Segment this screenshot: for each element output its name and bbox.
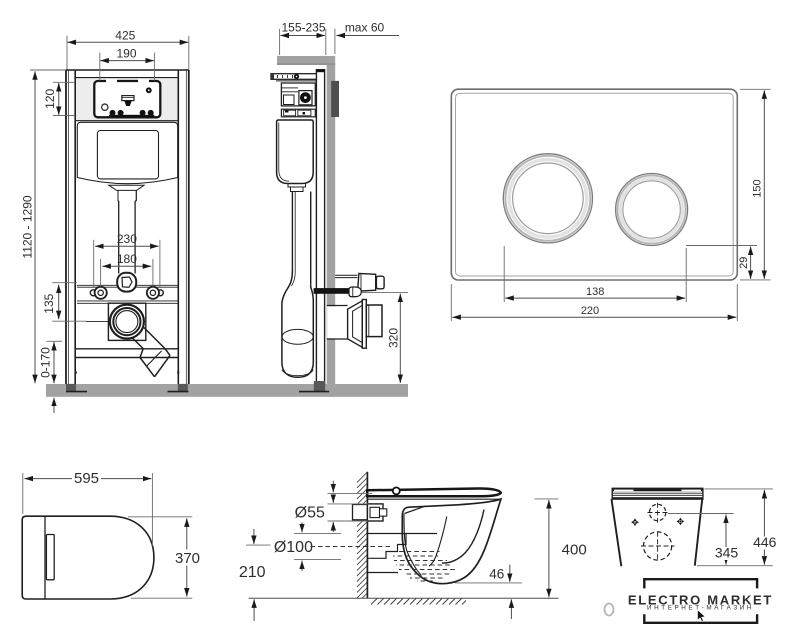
svg-text:Ø55: Ø55 bbox=[295, 504, 325, 521]
svg-text:400: 400 bbox=[562, 542, 587, 559]
svg-text:ИНТЕРНЕТ-МАГАЗИН: ИНТЕРНЕТ-МАГАЗИН bbox=[647, 605, 754, 612]
svg-text:120: 120 bbox=[43, 88, 57, 108]
svg-text:138: 138 bbox=[586, 286, 604, 298]
svg-text:46: 46 bbox=[489, 567, 504, 582]
svg-text:max 60: max 60 bbox=[345, 21, 385, 35]
svg-text:180: 180 bbox=[117, 252, 137, 266]
svg-text:320: 320 bbox=[387, 328, 401, 348]
svg-text:425: 425 bbox=[115, 29, 135, 43]
svg-text:345: 345 bbox=[715, 544, 739, 560]
svg-text:135: 135 bbox=[42, 293, 56, 313]
svg-text:0-170: 0-170 bbox=[39, 347, 53, 378]
svg-text:1120 - 1290: 1120 - 1290 bbox=[20, 195, 34, 258]
svg-text:230: 230 bbox=[117, 232, 137, 246]
svg-text:370: 370 bbox=[175, 550, 200, 567]
svg-text:150: 150 bbox=[752, 179, 764, 197]
svg-text:ELECTRO MARKET: ELECTRO MARKET bbox=[628, 592, 773, 607]
svg-text:190: 190 bbox=[116, 46, 136, 60]
svg-text:Ø100: Ø100 bbox=[274, 539, 313, 556]
svg-text:220: 220 bbox=[581, 305, 599, 317]
svg-text:155-235: 155-235 bbox=[281, 21, 325, 35]
svg-text:210: 210 bbox=[239, 564, 266, 581]
svg-text:446: 446 bbox=[753, 534, 777, 550]
svg-text:29: 29 bbox=[738, 257, 750, 269]
svg-text:595: 595 bbox=[74, 470, 99, 487]
